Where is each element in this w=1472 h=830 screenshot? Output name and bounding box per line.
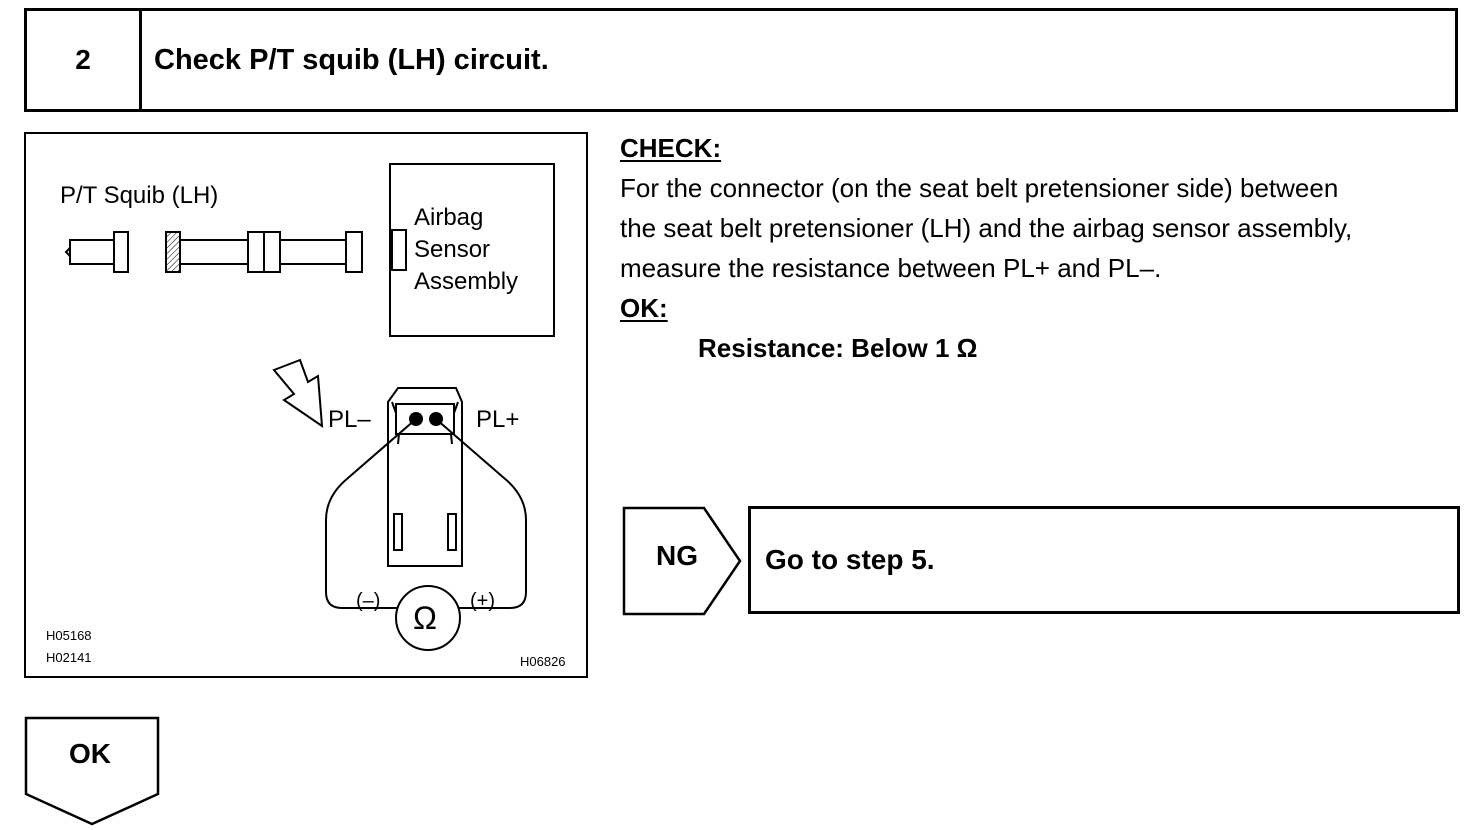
ok-heading: OK: [620,293,668,323]
ohmmeter [395,585,461,651]
direction-arrow [272,358,324,429]
meter-plus-label: (+) [470,590,495,612]
check-line: measure the resistance between PL+ and P… [620,253,1162,283]
check-line: the seat belt pretensioner (LH) and the … [620,213,1353,243]
step-header: 2 Check P/T squib (LH) circuit. [24,8,1458,112]
connector [387,387,463,567]
resistance-spec: Resistance: Below 1 Ω [698,333,978,363]
ok-arrow-icon [24,716,160,826]
ng-action-box: Go to step 5. [748,506,1460,614]
check-section: CHECK: For the connector (on the seat be… [620,128,1465,368]
meter-minus-label: (–) [356,590,381,612]
sensor-port [391,229,407,271]
figure-code: H05168 [46,628,92,643]
pl-plus-label: PL+ [476,406,520,433]
squib-harness [64,231,363,273]
wiring-figure: P/T Squib (LH) Airbag Sensor Assembly PL… [24,132,588,678]
check-heading: CHECK: [620,133,722,163]
figure-code: H06826 [520,654,566,669]
squib-label: P/T Squib (LH) [60,182,219,209]
figure-code: H02141 [46,650,92,665]
ohm-icon: Ω [413,600,437,636]
airbag-sensor-box [389,163,555,337]
connector-diagram [64,163,555,651]
meter-leads [325,418,527,609]
sensor-label: Airbag Sensor Assembly [414,204,519,295]
check-line: For the connector (on the seat belt pret… [620,173,1339,203]
ok-label: OK [69,738,111,769]
step-title: Check P/T squib (LH) circuit. [154,43,549,76]
step-number: 2 [27,11,142,109]
pl-minus-label: PL– [328,406,371,433]
ng-label: NG [656,540,698,571]
ng-arrow-icon [622,506,742,616]
